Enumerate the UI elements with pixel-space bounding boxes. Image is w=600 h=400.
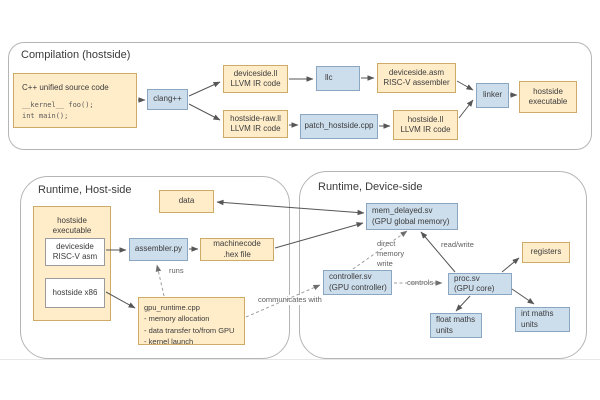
node-hostside-x86: hostside x86 [45, 278, 105, 308]
node-proc: proc.sv (GPU core) [448, 273, 512, 295]
container-title-runtime-host: Runtime, Host-side [38, 184, 132, 196]
node-hostside-raw-ll: hostside-raw.ll LLVM IR code [223, 110, 288, 138]
node-llc: llc [316, 66, 360, 91]
edge-label-direct-memory-write: direct memory write [376, 239, 406, 270]
node-hostside-ll: hostside.ll LLVM IR code [393, 110, 458, 140]
cpp-source-code: __kernel__ foo(); int main(); [22, 101, 94, 120]
cpp-source-title: C++ unified source code [22, 83, 109, 92]
node-cpp-unified-source: C++ unified source code __kernel__ foo()… [13, 73, 137, 128]
edge-label-runs: runs [168, 266, 185, 277]
edge-label-read-write: read/write [440, 240, 475, 251]
node-deviceside-ll: deviceside.ll LLVM IR code [223, 65, 288, 93]
page-bottom-divider [0, 359, 600, 360]
container-title-runtime-device: Runtime, Device-side [318, 181, 423, 193]
container-title-compilation: Compilation (hostside) [21, 49, 131, 61]
node-deviceside-riscv-asm: deviceside RISC-V asm [45, 238, 105, 266]
node-patch-hostside: patch_hostside.cpp [300, 114, 378, 139]
edge-label-communicates-with: communicates with [257, 295, 323, 306]
node-int-maths-units: int maths units [515, 307, 570, 332]
node-machinecode-hex: machinecode .hex file [200, 238, 274, 261]
node-float-maths-units: float maths units [430, 313, 482, 338]
node-registers: registers [522, 242, 570, 263]
node-controller: controller.sv (GPU controller) [323, 270, 392, 295]
node-data: data [159, 190, 214, 213]
node-hostside-executable: hostside executable [519, 81, 577, 113]
node-mem-delayed: mem_delayed.sv (GPU global memory) [366, 203, 458, 230]
node-deviceside-asm: deviceside.asm RISC-V assembler [377, 63, 456, 93]
node-assembler-py: assembler.py [129, 238, 188, 261]
node-gpu-runtime: gpu_runtime.cpp - memory allocation - da… [138, 297, 245, 346]
hostside-executable-runtime-label: hostside executable [52, 216, 92, 236]
edge-label-controls: controls [406, 278, 435, 289]
node-linker: linker [476, 83, 509, 108]
node-clang: clang++ [147, 89, 188, 110]
